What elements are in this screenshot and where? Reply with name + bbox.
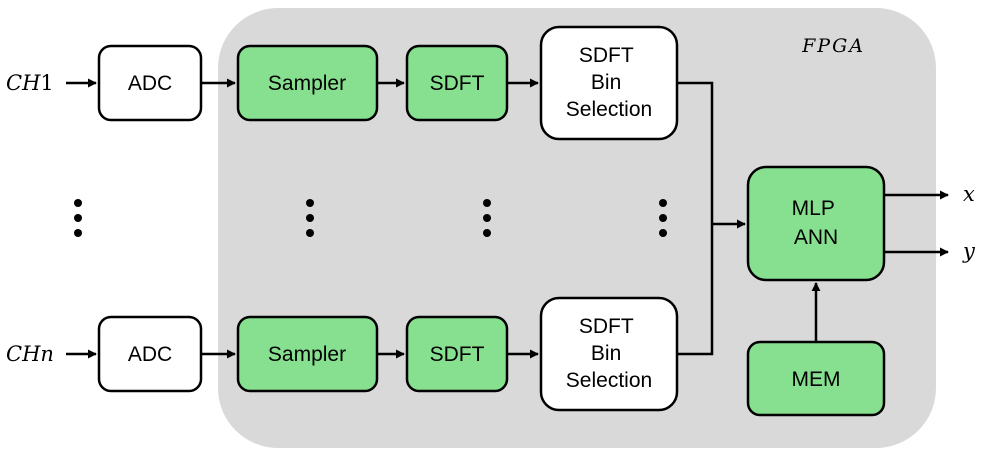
mlp-ann-block [746,165,886,282]
input-label-chn-prefix: CH [6,342,41,366]
output-label-y: y [962,239,976,263]
output-label-x: x [963,182,975,206]
input-label-chn: CHn [6,342,54,366]
adc-label-ch1: ADC [128,72,172,95]
ellipsis-input-column [74,199,82,237]
input-label-chn-suffix: n [40,342,54,366]
sdft-label-chn: SDFT [430,343,485,366]
mlp-label-line1: MLP [792,197,835,220]
fpga-label: FPGA [801,35,865,57]
ellipsis-bin-selection-column [659,199,667,237]
connector-binsel-ch1-to-merge [677,81,714,224]
ellipsis-sampler-column [306,199,314,237]
bin-selection-line1-chn: SDFT [579,315,634,338]
mem-label: MEM [792,368,841,391]
mlp-label-line2: ANN [794,226,838,249]
bin-selection-line3-chn: Selection [566,369,652,392]
sampler-label-ch1: Sampler [268,72,346,95]
input-label-ch1-suffix: 1 [40,71,53,95]
adc-label-chn: ADC [128,343,172,366]
bin-selection-line1-ch1: SDFT [579,44,634,67]
input-label-ch1: CH1 [6,71,54,95]
mlp-ann-label: MLP ANN [792,197,841,249]
connector-binsel-chn-to-merge [677,224,714,356]
sdft-label-ch1: SDFT [430,72,485,95]
input-label-ch1-prefix: CH [6,71,41,95]
fpga-region [218,8,936,448]
bin-selection-label-ch1: SDFT Bin Selection [566,44,652,121]
ellipsis-sdft-column [483,199,491,237]
bin-selection-line3-ch1: Selection [566,98,652,121]
sampler-label-chn: Sampler [268,343,346,366]
bin-selection-line2-chn: Bin [591,342,621,365]
bin-selection-line2-ch1: Bin [591,71,621,94]
bin-selection-label-chn: SDFT Bin Selection [566,315,652,392]
